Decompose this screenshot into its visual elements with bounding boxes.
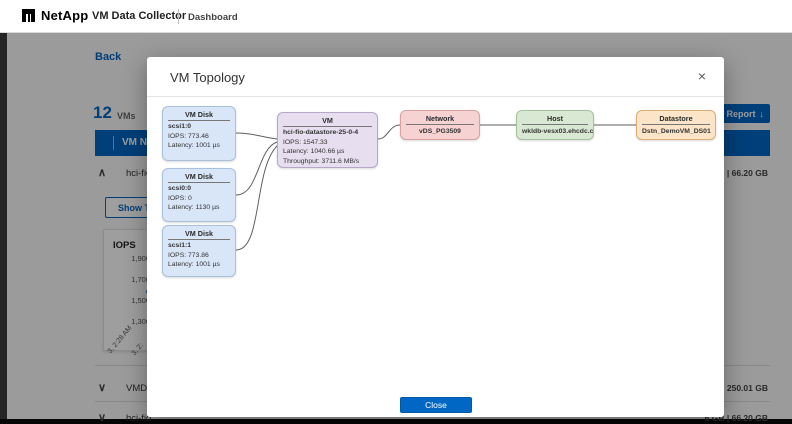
disk-latency: Latency: 1001 µs (168, 142, 220, 150)
disk-iops: IOPS: 0 (168, 194, 192, 202)
node-type-label: Datastore (642, 111, 710, 125)
node-type-label: Host (522, 111, 588, 125)
vm-name: VMDC (126, 383, 154, 394)
vm-capacity: 6 GB | 66.20 GB (704, 168, 768, 178)
node-type-label: Network (406, 111, 474, 125)
disk-id: scsi0:0 (168, 185, 192, 192)
topology-node-vm-disk[interactable]: VM Disk scsi1:1 IOPS: 773.86 Latency: 10… (162, 225, 236, 277)
vm-capacity: 1 GB | 250.01 GB (699, 383, 768, 393)
close-icon[interactable]: × (697, 68, 707, 84)
back-link[interactable]: Back (95, 51, 122, 63)
vm-name: hci-fio-datastore-25-0-4 (283, 129, 359, 136)
topology-node-vm[interactable]: VM hci-fio-datastore-25-0-4 IOPS: 1547.3… (277, 112, 378, 168)
netapp-logo: NetApp (22, 8, 88, 23)
download-icon: ↓ (759, 108, 765, 119)
chevron-down-icon[interactable]: ∨ (98, 412, 107, 424)
topology-node-datastore[interactable]: Datastore Dstn_DemoVM_DS01 (636, 110, 716, 140)
topology-edges (235, 124, 636, 251)
show-topology-label: Show To (118, 202, 155, 213)
table-row[interactable]: ∨ VMDC 1 GB | 250.01 GB (95, 373, 770, 403)
chevron-up-icon[interactable]: ∧ (98, 167, 107, 179)
vm-count: 12 (93, 103, 112, 122)
modal-header: VM Topology × (147, 57, 724, 97)
download-report-label: d Report (718, 108, 756, 119)
vm-name: hci-fio (126, 413, 152, 424)
chevron-down-icon[interactable]: ∨ (98, 382, 107, 394)
app-header: NetApp VM Data Collector Dashboard (0, 0, 792, 33)
disk-id: scsi1:1 (168, 242, 192, 249)
disk-iops: IOPS: 773.46 (168, 132, 209, 140)
vm-throughput: Throughput: 3711.6 MB/s (283, 157, 360, 165)
netapp-logo-icon (22, 9, 35, 22)
table-row[interactable]: ∨ hci-fio 6 GB | 66.20 GB (95, 403, 770, 424)
app-title: VM Data Collector (92, 10, 187, 22)
column-divider (113, 136, 114, 150)
topology-node-host[interactable]: Host wkldb-vesx03.ehcdc.com (516, 110, 594, 140)
disk-iops: IOPS: 773.86 (168, 251, 209, 259)
window-left-edge (0, 33, 7, 419)
table-row[interactable]: ∧ hci-fio- 6 GB | 66.20 GB (95, 158, 770, 188)
node-type-label: VM Disk (168, 169, 230, 183)
vm-count-label: VMs (117, 111, 136, 121)
window-bottom-edge (0, 419, 792, 424)
y-tick: 1,700 (131, 275, 150, 284)
topology-node-vm-disk[interactable]: VM Disk scsi1:0 IOPS: 773.46 Latency: 10… (162, 106, 236, 161)
node-type-label: VM Disk (168, 107, 230, 121)
topology-canvas: VM Disk scsi1:0 IOPS: 773.46 Latency: 10… (147, 98, 724, 388)
network-name: vDS_PG3509 (419, 128, 461, 135)
node-type-label: VM (283, 113, 372, 127)
y-tick: 1,900 (131, 254, 150, 263)
node-type-label: VM Disk (168, 226, 230, 240)
datastore-name: Dstn_DemoVM_DS01 (642, 128, 711, 135)
vm-latency: Latency: 1040.66 µs (283, 148, 345, 156)
topology-node-network[interactable]: Network vDS_PG3509 (400, 110, 480, 140)
header-divider (178, 9, 179, 24)
vm-topology-modal: VM Topology × VM Disk scsi1:0 IOPS: 773.… (147, 57, 724, 417)
disk-latency: Latency: 1130 µs (168, 204, 220, 212)
disk-latency: Latency: 1001 µs (168, 261, 220, 269)
vm-capacity: 6 GB | 66.20 GB (704, 413, 768, 423)
y-tick: 1,300 (131, 317, 150, 326)
brand-name: NetApp (41, 8, 89, 23)
y-tick: 1,500 (131, 296, 150, 305)
close-button[interactable]: Close (400, 397, 472, 413)
vm-name: hci-fio- (126, 168, 155, 179)
topology-node-vm-disk[interactable]: VM Disk scsi0:0 IOPS: 0 Latency: 1130 µs (162, 168, 236, 222)
chart-title: IOPS (113, 240, 136, 251)
vm-iops: IOPS: 1547.33 (283, 138, 328, 146)
host-name: wkldb-vesx03.ehcdc.com (522, 128, 594, 135)
modal-title: VM Topology (170, 70, 245, 85)
disk-id: scsi1:0 (168, 123, 192, 130)
nav-dashboard[interactable]: Dashboard (188, 12, 238, 23)
column-header-vm-name: VM Na (122, 137, 153, 148)
